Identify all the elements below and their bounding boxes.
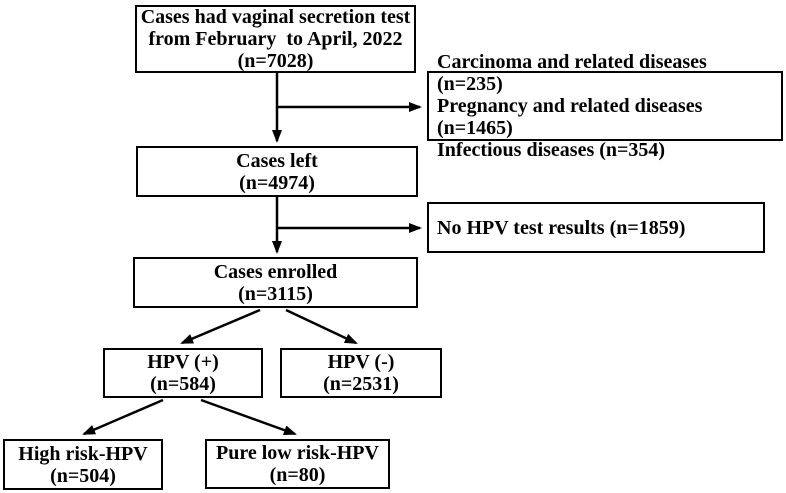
node-no-hpv-results: No HPV test results (n=1859) [427, 202, 765, 253]
node-hpv-positive: HPV (+) (n=584) [103, 348, 263, 398]
node-text: (n=80) [269, 464, 326, 486]
node-text: Cases enrolled [213, 260, 338, 283]
node-text: Cases left [236, 149, 318, 172]
node-pure-low-risk-hpv: Pure low risk-HPV (n=80) [205, 439, 390, 489]
node-text: No HPV test results (n=1859) [437, 216, 686, 239]
node-text: Carcinoma and related diseases (n=235) [437, 51, 707, 95]
node-source-cases: Cases had vaginal secretion test from Fe… [135, 5, 416, 73]
node-text: HPV (+) [147, 351, 219, 373]
node-cases-left: Cases left (n=4974) [136, 146, 418, 197]
node-cases-enrolled: Cases enrolled (n=3115) [133, 257, 418, 308]
node-text: Cases had vaginal secretion test [140, 6, 411, 28]
node-high-risk-hpv: High risk-HPV (n=504) [3, 439, 163, 490]
node-text: Pure low risk-HPV [216, 442, 379, 464]
connector-hpvpos-to-highrisk [82, 398, 164, 436]
node-text: (n=7028) [237, 50, 314, 72]
node-hpv-negative: HPV (-) (n=2531) [280, 348, 442, 398]
connector-enrolled-to-hpvpos [180, 308, 261, 345]
node-text: (n=4974) [239, 171, 315, 194]
node-text: (n=504) [50, 464, 116, 487]
node-text: Pregnancy and related diseases (n=1465) [437, 95, 703, 139]
node-text: Infectious diseases (n=354) [437, 139, 666, 161]
node-text: (n=584) [150, 373, 216, 395]
node-text: High risk-HPV [18, 442, 148, 465]
connector-enrolled-to-hpvneg [285, 308, 358, 345]
node-text: HPV (-) [327, 351, 395, 373]
node-text: (n=3115) [238, 282, 313, 305]
node-text: (n=2531) [323, 373, 399, 395]
connector-hpvpos-to-lowrisk [200, 398, 297, 436]
node-text: from February to April, 2022 [148, 28, 403, 50]
node-excluded-diseases: Carcinoma and related diseases (n=235) P… [427, 51, 783, 161]
